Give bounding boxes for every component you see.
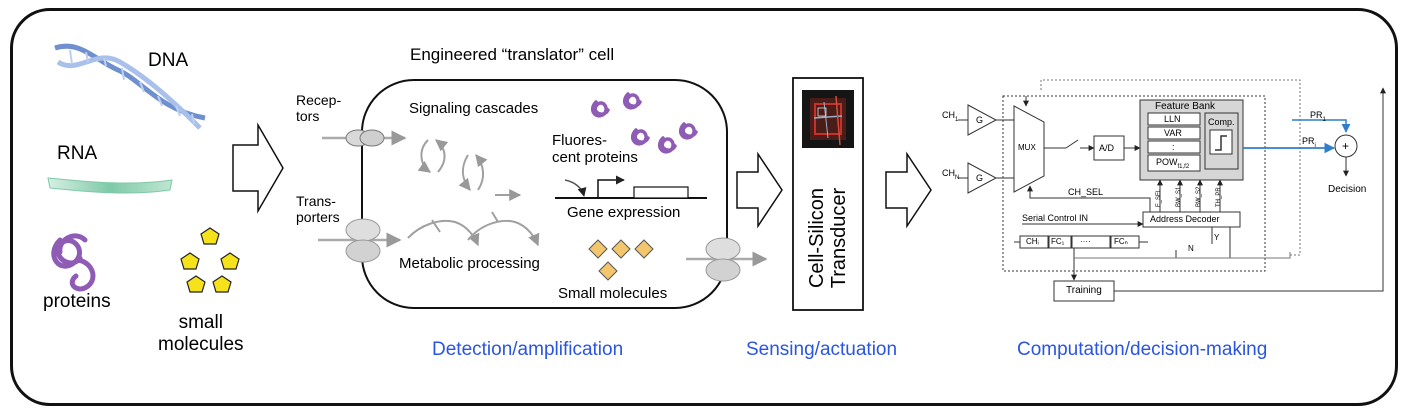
y-label: Y (1214, 233, 1220, 242)
mux-label: MUX (1018, 143, 1036, 152)
pri-label: PRi (1302, 136, 1316, 149)
receptor-icon (322, 129, 407, 147)
metabolic-arrows (407, 211, 540, 247)
register-ellipsis: ···· (1080, 237, 1091, 246)
gene-expression-label: Gene expression (567, 204, 681, 221)
fluorescent-proteins-label: Fluores- cent proteins (552, 132, 638, 167)
training-label: Training (1066, 285, 1102, 296)
small-molecules-cell-label: Small molecules (558, 285, 668, 302)
small-molecules-diamonds-icon (588, 239, 654, 281)
field-th-pr: TH_PR (1216, 187, 1222, 207)
register-fc1: FC₁ (1051, 237, 1065, 246)
flow-arrow-3 (885, 151, 932, 229)
amp-g-n: G (976, 173, 984, 183)
field-bw-s2: BW_S2 (1196, 186, 1202, 207)
ad-label: A/D (1099, 143, 1115, 153)
dna-icon (54, 43, 206, 130)
flow-arrow-2 (736, 151, 783, 229)
rna-label: RNA (57, 143, 98, 164)
feature-lln: LLN (1164, 114, 1181, 124)
chip-icon (802, 90, 854, 148)
small-molecules-label: small molecules (158, 312, 244, 355)
transporters-label: Trans- porters (296, 193, 340, 226)
stage-computation-label: Computation/decision-making (1017, 339, 1268, 360)
signaling-cascades-label: Signaling cascades (409, 100, 539, 117)
amp-g-1: G (976, 115, 984, 125)
sum-symbol: + (1342, 139, 1350, 153)
n-label: N (1188, 244, 1194, 253)
circuit-diagram (958, 79, 1386, 302)
receptors-label: Recep- tors (296, 92, 342, 125)
transporter-icon (318, 218, 402, 263)
rna-icon (47, 177, 173, 194)
cell-title: Engineered “translator” cell (410, 45, 615, 64)
register-ch: CHᵢ (1026, 237, 1039, 246)
stage-sensing-label: Sensing/actuation (746, 339, 898, 360)
feature-pow: POWf1,f2 (1156, 157, 1190, 170)
small-molecules-pentagons-icon (180, 227, 240, 293)
comp-label: Comp. (1208, 117, 1235, 127)
address-decoder-label: Address Decoder (1150, 214, 1220, 224)
transducer-label: Cell-Silicon Transducer (806, 187, 850, 289)
serial-control-label: Serial Control IN (1022, 213, 1089, 223)
fluorescent-proteins-icon (591, 92, 698, 154)
signaling-cascade-arrows (417, 139, 522, 201)
pr1-label: PR1 (1310, 110, 1326, 123)
protein-icon (51, 233, 96, 292)
register-fcn: FCₙ (1114, 237, 1128, 246)
feature-bank-title: Feature Bank (1155, 101, 1216, 112)
metabolic-processing-label: Metabolic processing (399, 255, 540, 272)
ch1-label: CH1 (942, 110, 959, 123)
feature-ellipsis: : (1172, 142, 1175, 152)
exit-transporter-icon (686, 237, 768, 282)
figure-frame (10, 8, 1398, 406)
flow-arrow-1 (232, 122, 284, 214)
field-f-sel: F_SEL (1156, 188, 1162, 207)
stage-detection-label: Detection/amplification (432, 339, 624, 360)
field-bw-s1: BW_S1 (1176, 186, 1182, 207)
proteins-label: proteins (43, 291, 111, 312)
decision-label: Decision (1328, 184, 1367, 195)
ch-sel-label: CH_SEL (1068, 187, 1104, 197)
dna-label: DNA (148, 50, 189, 71)
feature-var: VAR (1164, 128, 1182, 138)
chn-label: CHN (942, 168, 960, 181)
gene-expression-icon (555, 175, 707, 199)
